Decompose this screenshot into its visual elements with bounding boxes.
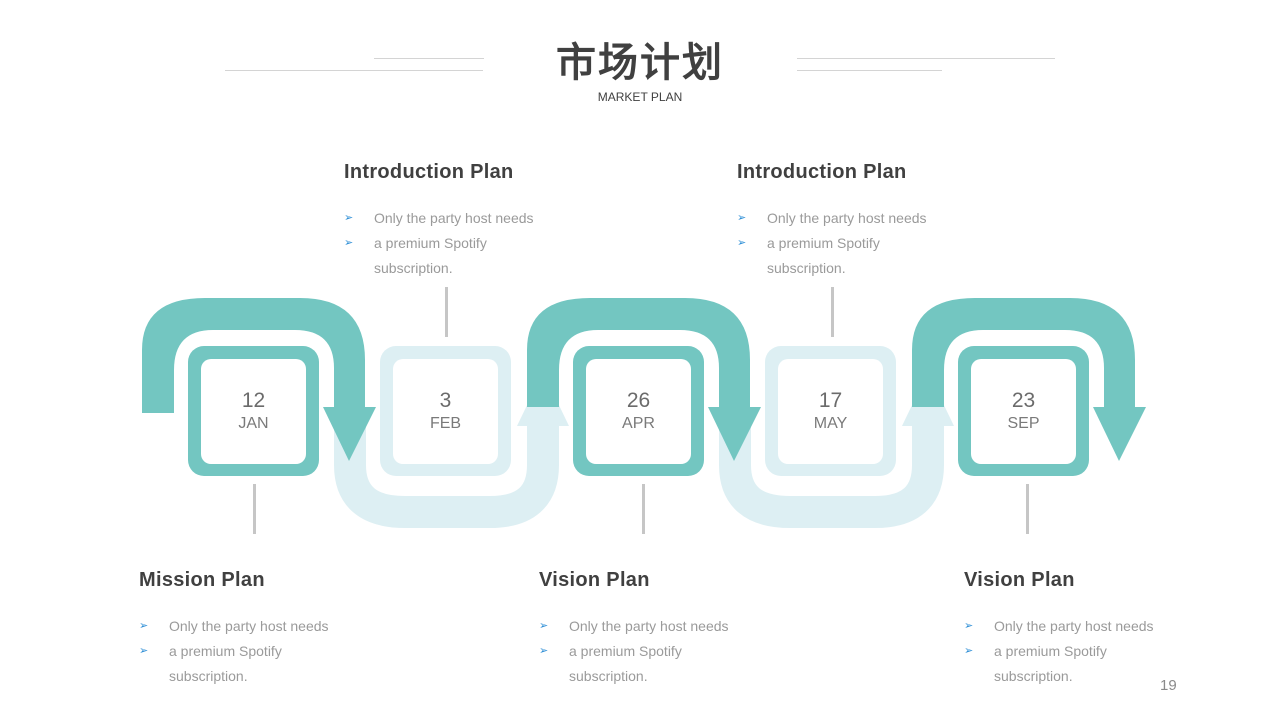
- upper-arc-arrow: [527, 298, 750, 407]
- upper-arc-arrow: [912, 298, 1135, 407]
- date-day: 3: [439, 389, 452, 412]
- plan-bullet: ➢ a premium Spotify: [964, 639, 1224, 664]
- arrow-bullet-icon: ➢: [964, 620, 974, 632]
- plan-title: Mission Plan: [139, 569, 265, 591]
- connector-line: [445, 287, 448, 337]
- date-month: JAN: [238, 415, 269, 432]
- arrow-bullet-icon: ➢: [737, 212, 747, 224]
- title-deco-line: [374, 58, 484, 59]
- date-box-feb: 3 FEB: [393, 359, 498, 465]
- date-day: 12: [241, 389, 266, 412]
- plan-bullet-text: a premium Spotify: [994, 643, 1107, 659]
- arrow-bullet-icon: ➢: [737, 237, 747, 249]
- plan-bullet-text: Only the party host needs: [169, 618, 329, 634]
- plan-bullet-text: Only the party host needs: [994, 618, 1154, 634]
- arrow-bullet-icon: ➢: [344, 237, 354, 249]
- lower-arc-arrow: [719, 415, 944, 528]
- plan-block-sep: Vision Plan ➢ Only the party host needs ➢…: [964, 569, 1224, 689]
- plan-bullet-text: Only the party host needs: [767, 210, 927, 226]
- plan-bullet-text: a premium Spotify: [169, 643, 282, 659]
- connector-line: [253, 484, 256, 534]
- connector-line: [831, 287, 834, 337]
- plan-bullet: ➢ Only the party host needs: [737, 206, 997, 231]
- arrow-bullet-icon: ➢: [139, 620, 149, 632]
- plan-bullet-text: a premium Spotify: [569, 643, 682, 659]
- date-box-jan: 12 JAN: [201, 359, 306, 465]
- plan-block-feb: Introduction Plan ➢ Only the party host n…: [344, 161, 604, 281]
- date-day: 17: [818, 389, 843, 412]
- lower-arc-arrow: [334, 415, 559, 528]
- plan-title: Introduction Plan: [737, 161, 907, 183]
- plan-block-may: Introduction Plan ➢ Only the party host n…: [737, 161, 997, 281]
- date-box-sep: 23 SEP: [971, 359, 1076, 465]
- date-month: APR: [622, 415, 655, 432]
- plan-block-jan: Mission Plan ➢Only the party host needs …: [139, 569, 399, 689]
- plan-bullet-continuation: subscription.: [569, 668, 648, 684]
- arrow-bullet-icon: ➢: [139, 645, 149, 657]
- plan-bullet-continuation: subscription.: [994, 668, 1073, 684]
- plan-bullet: ➢ Only the party host needs: [344, 206, 604, 231]
- date-box-frames: [188, 346, 1089, 476]
- date-box-may: 17 MAY: [778, 359, 883, 465]
- plan-bullet-text: Only the party host needs: [569, 618, 729, 634]
- date-month: MAY: [813, 415, 848, 432]
- down-arrow-head: [708, 407, 761, 461]
- plan-title: Introduction Plan: [344, 161, 514, 183]
- date-month: FEB: [429, 415, 462, 432]
- plan-bullet: ➢ a premium Spotify: [139, 639, 399, 664]
- connector-line: [1026, 484, 1029, 534]
- teal-top-arrows: [142, 298, 1146, 461]
- down-arrow-head: [323, 407, 376, 461]
- plan-bullet-continuation: subscription.: [374, 260, 453, 276]
- title-deco-line: [225, 70, 483, 71]
- plan-bullet-continuation: subscription.: [767, 260, 846, 276]
- plan-bullet: ➢ a premium Spotify: [737, 231, 997, 256]
- plan-bullet: ➢ Only the party host needs: [964, 614, 1224, 639]
- plan-bullet-text: Only the party host needs: [374, 210, 534, 226]
- plan-bullet: ➢ a premium Spotify: [539, 639, 799, 664]
- page-number: 19: [1160, 677, 1177, 694]
- plan-bullet: ➢ Only the party host needs: [539, 614, 799, 639]
- date-day: 23: [1011, 389, 1036, 412]
- down-arrow-head: [1093, 407, 1146, 461]
- plan-bullet-text: a premium Spotify: [374, 235, 487, 251]
- date-month: SEP: [1007, 415, 1040, 432]
- plan-block-apr: Vision Plan ➢ Only the party host needs ➢…: [539, 569, 799, 689]
- title-deco-line: [797, 58, 1055, 59]
- page-title: 市场计划: [556, 40, 724, 86]
- date-box-apr: 26 APR: [586, 359, 691, 465]
- plan-title: Vision Plan: [964, 569, 1075, 591]
- arrow-bullet-icon: ➢: [964, 645, 974, 657]
- arrow-bullet-icon: ➢: [539, 645, 549, 657]
- arrow-bullet-icon: ➢: [539, 620, 549, 632]
- plan-bullet: ➢ a premium Spotify: [344, 231, 604, 256]
- plan-bullet: ➢ Only the party host needs: [139, 614, 399, 639]
- page-subtitle: MARKET PLAN: [597, 90, 683, 104]
- plan-title: Vision Plan: [539, 569, 650, 591]
- plan-bullet-continuation: subscription.: [169, 668, 248, 684]
- upper-arc-arrow: [142, 298, 365, 413]
- arrow-bullet-icon: ➢: [344, 212, 354, 224]
- title-deco-line: [797, 70, 942, 71]
- plan-bullet-text: a premium Spotify: [767, 235, 880, 251]
- date-day: 26: [626, 389, 651, 412]
- connector-line: [642, 484, 645, 534]
